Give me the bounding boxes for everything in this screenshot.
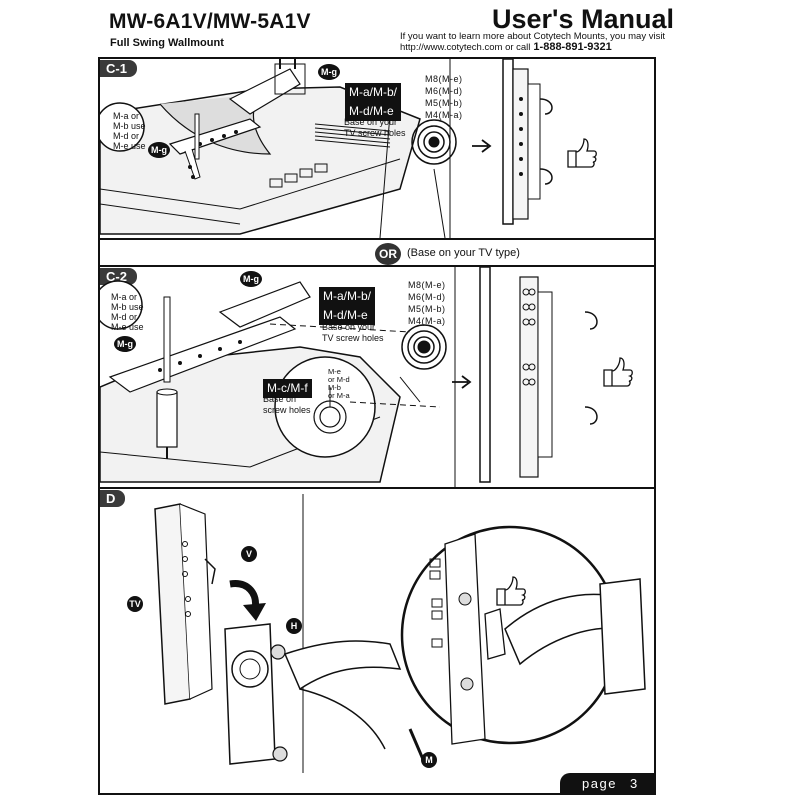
c2-size-2: M5(M-b): [408, 304, 446, 314]
c1-base-note: Base on your TV screw holes: [344, 117, 406, 139]
c2-base-note: Base on your TV screw holes: [322, 322, 384, 344]
c2-bolt-label: M-a/M-b/ M-d/M-e: [319, 287, 375, 325]
d-badge-m: M: [421, 752, 437, 768]
c2-spacer-label: M-c/M-f: [263, 379, 312, 398]
c1-size-2: M5(M-b): [425, 98, 463, 108]
c2-bolt-label-1: M-a/M-b/: [319, 287, 375, 306]
page-label: page: [582, 776, 617, 791]
d-illustration: [154, 494, 646, 773]
c1-washer-label-4: M-e use: [113, 141, 146, 151]
c1-size-3: M4(M-a): [425, 110, 463, 120]
c1-bolt-label-1: M-a/M-b/: [345, 83, 401, 102]
d-badge-h: H: [286, 618, 302, 634]
c1-size-list: M8(M-e) M6(M-d) M5(M-b) M4(M-a): [425, 73, 463, 121]
d-badge-v: V: [241, 546, 257, 562]
section-tab-c1: C-1: [100, 60, 137, 77]
c1-washer-inset: M-a or M-b use M-d or M-e use: [113, 111, 146, 151]
c2-spacer-opt-0: M-e: [328, 367, 341, 376]
page-number-tab: page 3: [560, 773, 656, 794]
c2-illustration: [100, 267, 633, 487]
c2-washer-label-3: M-d or: [111, 312, 138, 322]
c2-base-note-2: TV screw holes: [322, 333, 384, 343]
c1-bolt-label: M-a/M-b/ M-d/M-e: [345, 83, 401, 121]
content-frame: [98, 57, 656, 795]
c2-base-note-1: Base on your: [322, 322, 376, 332]
section-tab-d: D: [100, 490, 126, 507]
divider-c2-d: [98, 487, 656, 489]
c2-spacer-note-2: screw holes: [263, 405, 311, 415]
manual-title: User's Manual: [492, 4, 674, 34]
c2-washer-label-4: M-e use: [111, 322, 144, 332]
c1-size-0: M8(M-e): [425, 74, 463, 84]
c2-size-list: M8(M-e) M6(M-d) M5(M-b) M4(M-a): [408, 279, 446, 327]
c1-illustration: [100, 59, 597, 238]
info-line-1: If you want to learn more about Cotytech…: [400, 31, 666, 42]
model-title: MW-6A1V/MW-5A1V: [109, 10, 311, 33]
or-badge: OR: [375, 243, 401, 265]
c1-washer-label-1: M-a or: [113, 111, 140, 121]
c2-spacer-opt-2: M-b: [328, 383, 341, 392]
page-number: 3: [630, 776, 639, 791]
c2-bolt-label-2: M-d/M-e: [319, 306, 375, 325]
c2-spacer-options: M-e or M-d M-b or M-a: [328, 368, 350, 400]
c2-washer-label-1: M-a or: [111, 292, 138, 302]
c1-washer-label-2: M-b use: [113, 121, 146, 131]
c1-base-note-2: TV screw holes: [344, 128, 406, 138]
c2-spacer-note: Base on screw holes: [263, 394, 311, 416]
d-badge-tv: TV: [127, 596, 143, 612]
c2-badge-mg-top: M-g: [240, 271, 262, 287]
c1-bolt-label-2: M-d/M-e: [345, 102, 401, 121]
or-text: (Base on your TV type): [407, 247, 520, 259]
c2-size-0: M8(M-e): [408, 280, 446, 290]
c2-size-1: M6(M-d): [408, 292, 446, 302]
c2-washer-label-2: M-b use: [111, 302, 144, 312]
c2-size-3: M4(M-a): [408, 316, 446, 326]
divider-c1-c2: [98, 238, 656, 240]
c1-washer-label-3: M-d or: [113, 131, 140, 141]
section-tab-c2: C-2: [100, 268, 137, 285]
c1-base-note-1: Base on your: [344, 117, 398, 127]
c1-badge-mg-top: M-g: [318, 64, 340, 80]
phone-number: 1-888-891-9321: [533, 41, 612, 53]
website-link[interactable]: http://www.cotytech.com or call: [400, 42, 531, 53]
c1-size-1: M6(M-d): [425, 86, 463, 96]
c2-badge-mg-left: M-g: [114, 336, 136, 352]
c2-washer-inset: M-a or M-b use M-d or M-e use: [111, 292, 144, 332]
c2-spacer-opt-3: or M-a: [328, 391, 350, 400]
divider-or: [98, 265, 656, 267]
product-subtitle: Full Swing Wallmount: [110, 37, 224, 49]
c2-spacer-opt-1: or M-d: [328, 375, 350, 384]
c1-badge-mg-left: M-g: [148, 142, 170, 158]
c2-spacer-note-1: Base on: [263, 394, 297, 404]
